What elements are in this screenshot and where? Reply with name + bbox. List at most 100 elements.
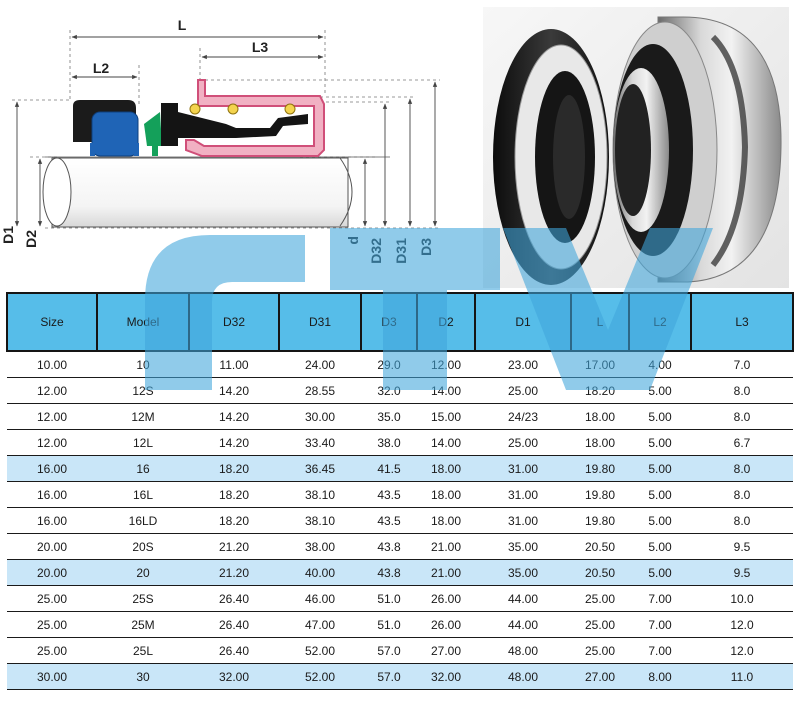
- table-cell-model: 25M: [97, 611, 189, 638]
- dim-label-D2: D2: [23, 230, 39, 248]
- table-cell-l: 27.00: [571, 663, 629, 690]
- table-cell-d2: 21.00: [417, 533, 475, 560]
- table-cell-l: 20.50: [571, 559, 629, 586]
- table-cell-l: 20.50: [571, 533, 629, 560]
- table-cell-size: 20.00: [7, 533, 97, 560]
- mechanical-seal-photo: [483, 7, 789, 288]
- dim-label-D1: D1: [0, 226, 16, 244]
- dim-label-D31: D31: [393, 238, 409, 264]
- dim-label-L: L: [178, 17, 187, 33]
- table-cell-l: 25.00: [571, 637, 629, 664]
- seal-cross-section-drawing: L L2 L3 D1 D2 d D32 D31 D3: [0, 17, 440, 264]
- table-cell-d31: 30.00: [279, 403, 361, 430]
- table-cell-size: 25.00: [7, 611, 97, 638]
- table-cell-d2: 15.00: [417, 403, 475, 430]
- table-cell-l2: 5.00: [629, 533, 691, 560]
- table-cell-size: 10.00: [7, 350, 97, 378]
- table-cell-d32: 26.40: [189, 637, 279, 664]
- table-cell-d2: 26.00: [417, 585, 475, 612]
- table-cell-d3: 43.5: [361, 481, 417, 508]
- table-cell-d2: 14.00: [417, 429, 475, 456]
- table-cell-l2: 4.00: [629, 350, 691, 378]
- table-cell-d2: 18.00: [417, 507, 475, 534]
- table-cell-l2: 7.00: [629, 611, 691, 638]
- table-cell-l2: 5.00: [629, 481, 691, 508]
- table-cell-d31: 36.45: [279, 455, 361, 482]
- table-cell-d2: 18.00: [417, 455, 475, 482]
- table-cell-l3: 10.0: [691, 585, 793, 612]
- table-cell-l: 18.00: [571, 429, 629, 456]
- table-cell-d2: 18.00: [417, 481, 475, 508]
- table-cell-d31: 28.55: [279, 377, 361, 404]
- table-cell-l2: 7.00: [629, 585, 691, 612]
- dim-label-L3: L3: [252, 39, 269, 55]
- table-cell-l3: 6.7: [691, 429, 793, 456]
- table-cell-size: 30.00: [7, 663, 97, 690]
- table-cell-model: 12S: [97, 377, 189, 404]
- table-cell-d31: 38.00: [279, 533, 361, 560]
- table-cell-d1: 48.00: [475, 663, 571, 690]
- table-cell-size: 12.00: [7, 403, 97, 430]
- table-cell-d3: 51.0: [361, 585, 417, 612]
- table-cell-d32: 26.40: [189, 611, 279, 638]
- table-cell-d2: 14.00: [417, 377, 475, 404]
- table-cell-l: 18.00: [571, 403, 629, 430]
- table-cell-model: 30: [97, 663, 189, 690]
- table-cell-model: 16LD: [97, 507, 189, 534]
- table-cell-l3: 8.0: [691, 403, 793, 430]
- table-cell-d31: 47.00: [279, 611, 361, 638]
- table-cell-d32: 14.20: [189, 429, 279, 456]
- table-cell-l3: 8.0: [691, 481, 793, 508]
- column-header-d32: D32: [188, 292, 280, 352]
- table-cell-l2: 5.00: [629, 507, 691, 534]
- shaft-shape: [42, 156, 390, 228]
- table-cell-d2: 21.00: [417, 559, 475, 586]
- table-cell-model: 16L: [97, 481, 189, 508]
- table-cell-d32: 18.20: [189, 507, 279, 534]
- table-cell-d3: 43.8: [361, 533, 417, 560]
- table-cell-l: 19.80: [571, 455, 629, 482]
- table-cell-d1: 31.00: [475, 481, 571, 508]
- table-cell-d2: 26.00: [417, 611, 475, 638]
- table-cell-d32: 11.00: [189, 350, 279, 378]
- table-cell-model: 16: [97, 455, 189, 482]
- dim-label-d: d: [345, 236, 361, 245]
- table-cell-d1: 35.00: [475, 559, 571, 586]
- table-cell-l2: 7.00: [629, 637, 691, 664]
- table-cell-l3: 8.0: [691, 455, 793, 482]
- table-cell-size: 20.00: [7, 559, 97, 586]
- table-cell-d32: 21.20: [189, 533, 279, 560]
- table-cell-l: 17.00: [571, 350, 629, 378]
- table-cell-l3: 9.5: [691, 533, 793, 560]
- table-cell-l2: 5.00: [629, 455, 691, 482]
- table-cell-d3: 57.0: [361, 663, 417, 690]
- table-cell-size: 16.00: [7, 507, 97, 534]
- table-cell-d1: 25.00: [475, 429, 571, 456]
- column-header-model: Model: [96, 292, 190, 352]
- table-cell-d1: 48.00: [475, 637, 571, 664]
- table-cell-d3: 57.0: [361, 637, 417, 664]
- table-cell-model: 20: [97, 559, 189, 586]
- table-cell-d1: 44.00: [475, 611, 571, 638]
- table-cell-d1: 24/23: [475, 403, 571, 430]
- table-cell-size: 12.00: [7, 377, 97, 404]
- table-cell-l3: 8.0: [691, 377, 793, 404]
- table-cell-d1: 31.00: [475, 507, 571, 534]
- table-cell-model: 20S: [97, 533, 189, 560]
- column-header-d2: D2: [416, 292, 476, 352]
- table-cell-d3: 32.0: [361, 377, 417, 404]
- table-cell-d32: 32.00: [189, 663, 279, 690]
- table-cell-d31: 52.00: [279, 663, 361, 690]
- dim-label-L2: L2: [93, 60, 110, 76]
- table-cell-l2: 5.00: [629, 403, 691, 430]
- column-header-d31: D31: [278, 292, 362, 352]
- rotating-head: [144, 79, 325, 157]
